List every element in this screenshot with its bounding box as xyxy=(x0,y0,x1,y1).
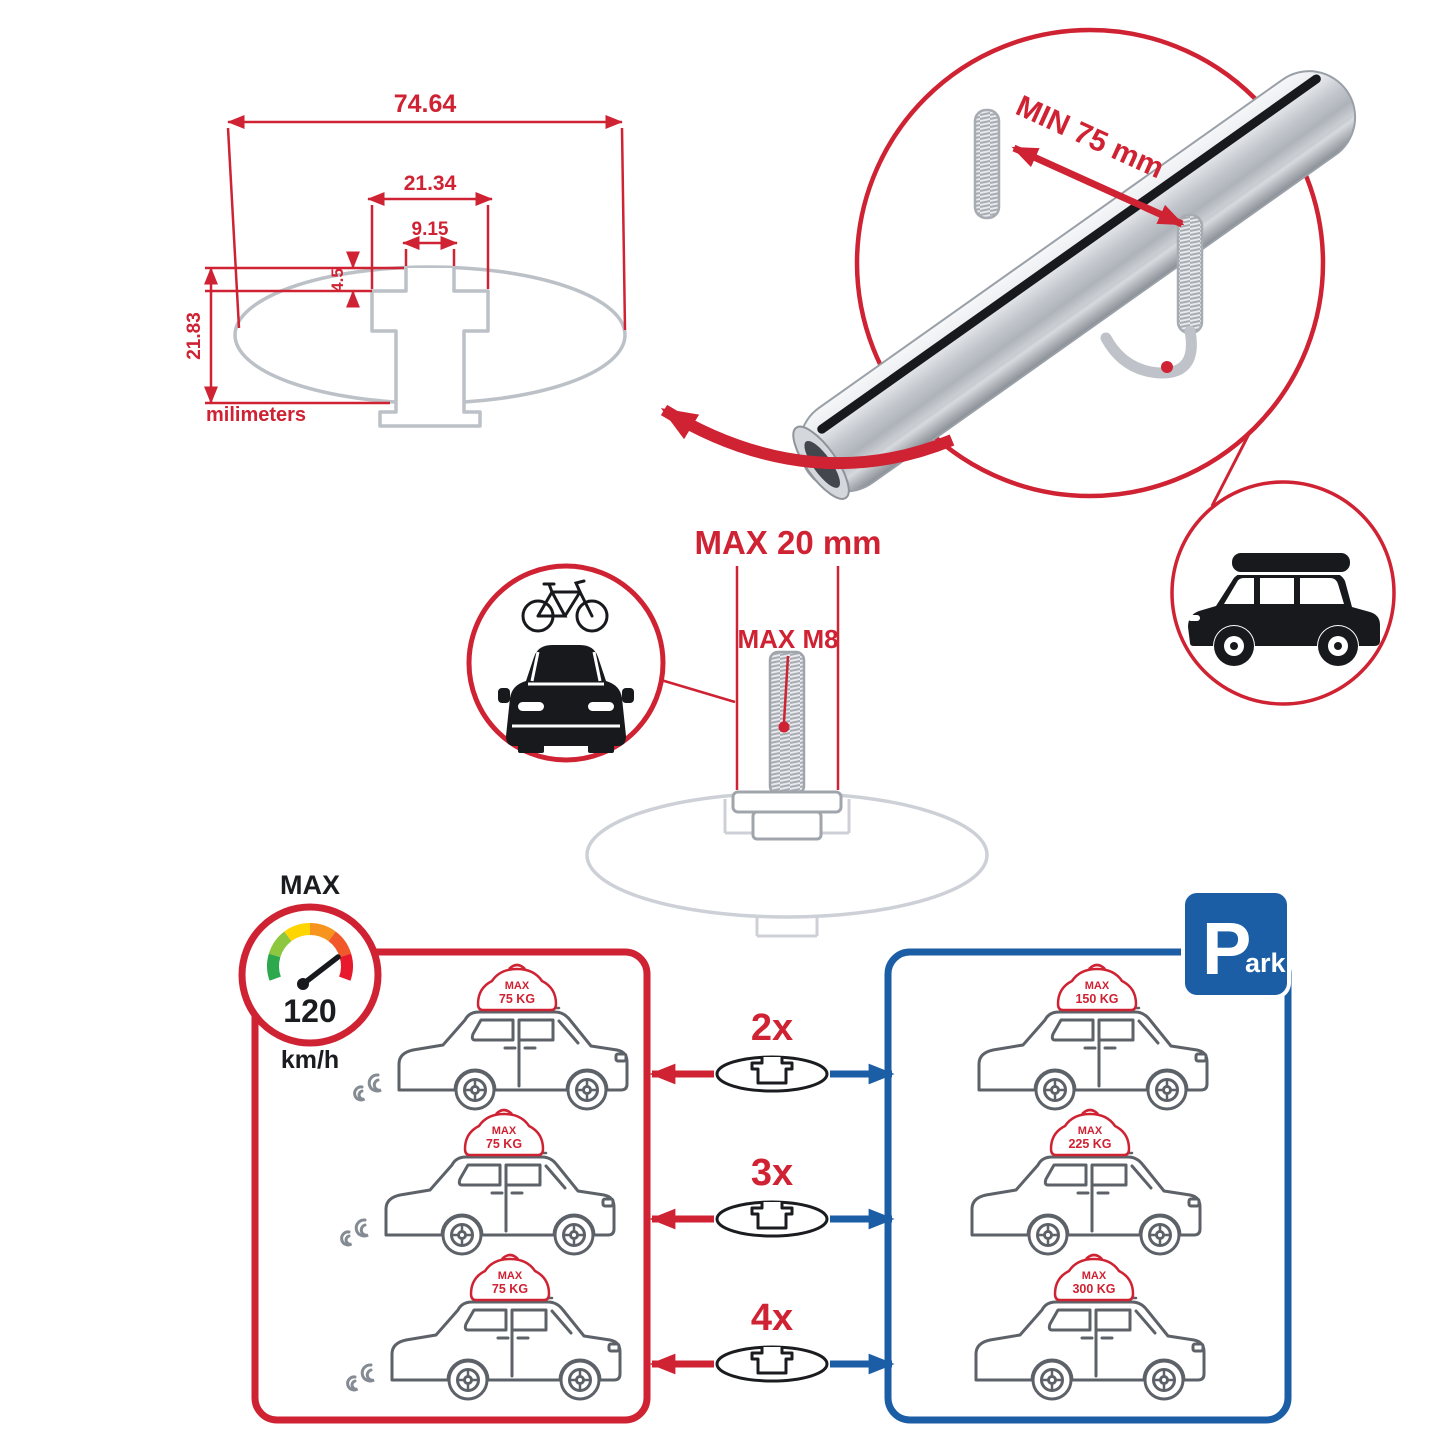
cargo-weight-value: 300 KG xyxy=(1072,1282,1115,1296)
arrow-to-cross-section xyxy=(660,404,955,470)
parking-sign-letter: P xyxy=(1202,907,1251,990)
cargo-max-label: MAX xyxy=(498,1270,523,1282)
row-multiplier-2: 3x xyxy=(751,1152,793,1194)
cargo-max-label: MAX xyxy=(1085,980,1110,992)
max-thread-label: MAX M8 xyxy=(737,624,838,654)
dim-slot-inner-label: 9.15 xyxy=(412,219,449,240)
driving-cargo-3: MAX 75 KG xyxy=(469,1253,551,1302)
bolt-plate xyxy=(731,790,843,814)
dimension-width: 74.64 xyxy=(226,90,627,331)
parked-cargo-3: MAX 300 KG xyxy=(1053,1253,1135,1302)
exhaust-smoke-2 xyxy=(340,1218,370,1247)
capacity-row-3: MAX 75 KG 4x MAX 300 KG xyxy=(346,1253,1206,1401)
bar-detail: MIN 75 mm xyxy=(660,27,1396,706)
parked-cargo-1: MAX 150 KG xyxy=(1056,963,1138,1012)
threaded-rod-left xyxy=(973,108,1001,220)
thread-leader-line xyxy=(782,655,790,723)
crossbar-count-icon-2 xyxy=(715,1200,829,1238)
dim-lip-label: 4.5 xyxy=(328,268,347,292)
cargo-weight-value: 150 KG xyxy=(1075,992,1118,1006)
speed-max-label: MAX xyxy=(280,870,340,900)
cargo-weight-value: 75 KG xyxy=(492,1282,528,1296)
aluminum-bar xyxy=(792,70,1357,500)
crossbar-count-icon-3 xyxy=(715,1345,829,1383)
row-multiplier-1: 2x xyxy=(751,1007,793,1049)
cargo-max-label: MAX xyxy=(505,980,530,992)
parked-cargo-2: MAX 225 KG xyxy=(1049,1108,1131,1157)
dimension-slot-inner: 9.15 xyxy=(402,219,458,266)
dimension-height: 21.83 xyxy=(184,266,404,405)
parked-suv-3 xyxy=(974,1296,1206,1401)
driving-cargo-1: MAX 75 KG xyxy=(476,963,558,1012)
threaded-rod-right xyxy=(1176,213,1204,335)
driving-suv-2 xyxy=(384,1151,616,1256)
bicycle-icon xyxy=(521,579,609,633)
cargo-max-label: MAX xyxy=(492,1125,517,1137)
cargo-weight-value: 225 KG xyxy=(1068,1137,1111,1151)
gauge-needle-pivot xyxy=(297,978,309,990)
gauge-needle xyxy=(300,954,341,987)
cargo-max-label: MAX xyxy=(1078,1125,1103,1137)
min-clamp-arrow xyxy=(1011,144,1185,228)
cross-section-drawing: 74.64 21.34 9.15 4.5 21.83 milimeters xyxy=(184,90,627,428)
profile-slot xyxy=(370,268,490,428)
gauge-arc xyxy=(267,922,353,981)
capacity-panels: P ark MAX 120 km/h xyxy=(238,870,1292,1424)
clamp-pivot-dot xyxy=(1161,361,1173,373)
dimension-lip: 4.5 xyxy=(205,251,372,308)
parked-suv-2 xyxy=(970,1151,1202,1256)
circle-connector xyxy=(1210,431,1252,507)
parked-panel xyxy=(884,948,1292,1424)
parking-sign: P ark xyxy=(1181,889,1291,999)
driving-panel xyxy=(251,948,651,1424)
parked-suv-1 xyxy=(977,1006,1209,1111)
dim-width-label: 74.64 xyxy=(394,90,457,118)
thread-leader-dot xyxy=(778,721,790,733)
speed-value: 120 xyxy=(283,993,336,1029)
capacity-row-2: MAX 75 KG 3x MAX 225 KG xyxy=(340,1108,1202,1256)
driving-suv-1 xyxy=(397,1006,629,1111)
dim-slot-outer-label: 21.34 xyxy=(404,172,457,195)
crossbar-count-icon-1 xyxy=(715,1055,829,1093)
driving-suv-3 xyxy=(390,1296,622,1401)
cargo-max-label: MAX xyxy=(1082,1270,1107,1282)
parking-sign-suffix: ark xyxy=(1245,948,1287,978)
speed-units: km/h xyxy=(281,1046,339,1074)
suv-roofbox-icon xyxy=(1188,553,1380,666)
units-label: milimeters xyxy=(206,404,306,426)
cargo-weight-value: 75 KG xyxy=(486,1137,522,1151)
car-front-icon xyxy=(498,645,634,753)
dim-height-label: 21.83 xyxy=(184,312,205,360)
dimension-slot-outer: 21.34 xyxy=(367,172,493,289)
clamp-strap xyxy=(1100,325,1197,379)
exhaust-smoke-3 xyxy=(346,1363,376,1392)
bike-circle-pointer xyxy=(660,678,736,704)
faded-profile-channel xyxy=(723,799,851,938)
capacity-row-1: MAX 75 KG 2x MAX 150 KG xyxy=(353,963,1209,1111)
driving-cargo-2: MAX 75 KG xyxy=(463,1108,545,1157)
speed-limit-gauge: MAX 120 km/h xyxy=(238,870,382,1074)
max-bolt-width-label: MAX 20 mm xyxy=(694,524,881,561)
exhaust-smoke-1 xyxy=(353,1073,383,1102)
cargo-weight-value: 75 KG xyxy=(499,992,535,1006)
bar-groove xyxy=(817,74,1321,434)
bolt-t-head xyxy=(751,810,823,841)
bolt-spec: MAX 20 mm MAX M8 xyxy=(466,524,989,938)
row-multiplier-3: 4x xyxy=(751,1297,793,1339)
